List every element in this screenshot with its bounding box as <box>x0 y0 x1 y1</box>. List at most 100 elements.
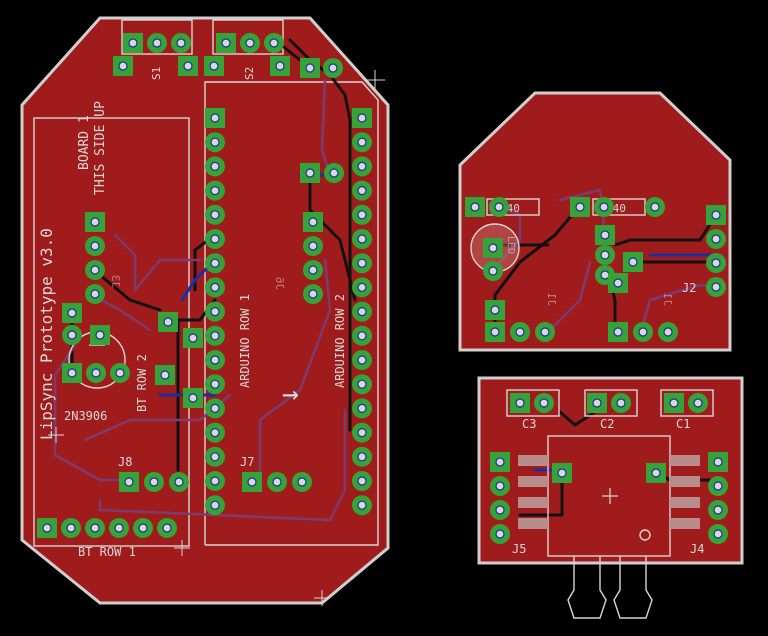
pad-hole <box>138 523 148 533</box>
c3-label: C3 <box>522 417 536 431</box>
pad-hole <box>297 477 307 487</box>
pad-hole <box>210 186 220 196</box>
pad-hole <box>357 307 367 317</box>
pad-hole <box>711 258 721 268</box>
j2-label: J2 <box>682 281 696 295</box>
pad-hole <box>210 161 220 171</box>
pad-hole <box>305 168 315 178</box>
pad-hole <box>357 403 367 413</box>
smd-pad <box>670 518 700 529</box>
pad-hole <box>713 505 723 515</box>
pad-hole <box>91 368 101 378</box>
pad-hole <box>600 250 610 260</box>
j8-label: J8 <box>118 455 132 469</box>
pad-hole <box>163 317 173 327</box>
switch2-label: S2 <box>243 67 256 80</box>
pad-hole <box>114 523 124 533</box>
sensor-chip-outline <box>547 435 671 557</box>
pad-hole <box>210 210 220 220</box>
bt-row1-label: BT ROW 1 <box>78 545 136 559</box>
pad-hole <box>357 476 367 486</box>
pad-hole <box>210 234 220 244</box>
pad-hole <box>495 457 505 467</box>
pad-hole <box>210 379 220 389</box>
pad-hole <box>650 202 660 212</box>
pad-hole <box>494 202 504 212</box>
pad-hole <box>247 477 257 487</box>
pad-hole <box>210 137 220 147</box>
pad-hole <box>210 428 220 438</box>
j1-right-mirrored-label: J1 <box>661 293 674 306</box>
smd-pad <box>670 476 700 487</box>
smd-pad <box>518 476 548 487</box>
pad-hole <box>495 505 505 515</box>
pad-hole <box>616 398 626 408</box>
pad-hole <box>128 38 138 48</box>
pad-hole <box>557 468 567 478</box>
pad-hole <box>495 481 505 491</box>
pad-hole <box>470 202 480 212</box>
arduino-outline <box>204 81 379 546</box>
pad-hole <box>210 331 220 341</box>
pad-hole <box>488 266 498 276</box>
pad-hole <box>613 327 623 337</box>
pad-hole <box>713 481 723 491</box>
pad-hole <box>539 398 549 408</box>
pad-hole <box>308 217 318 227</box>
pad-hole <box>357 282 367 292</box>
j7-label: J7 <box>240 455 254 469</box>
pad-hole <box>357 355 367 365</box>
pad-hole <box>357 379 367 389</box>
arduino-row1-label: ARDUINO ROW 1 <box>238 294 252 388</box>
pad-hole <box>188 393 198 403</box>
pad-hole <box>90 265 100 275</box>
main-board-pads <box>37 33 372 538</box>
c1-outline <box>660 389 714 417</box>
direction-arrow: → <box>282 377 299 410</box>
pad-hole <box>90 241 100 251</box>
switch1-outline <box>121 19 193 55</box>
pad-hole <box>357 186 367 196</box>
smd-pad <box>518 518 548 529</box>
pad-hole <box>575 202 585 212</box>
pad-hole <box>357 113 367 123</box>
pad-hole <box>713 529 723 539</box>
j1-left-mirrored-label: J1 <box>545 293 558 306</box>
pad-hole <box>118 61 128 71</box>
pad-hole <box>495 529 505 539</box>
board1-title-line1: BOARD 1 <box>77 115 92 170</box>
chip-pin1-marker <box>639 529 651 541</box>
sensor-port-right <box>613 556 653 619</box>
sensor-port-left <box>567 556 607 619</box>
crosshair-marks <box>48 70 385 606</box>
pad-hole <box>600 270 610 280</box>
pad-hole <box>308 289 318 299</box>
pad-hole <box>210 113 220 123</box>
pad-hole <box>515 398 525 408</box>
pad-hole <box>67 368 77 378</box>
pad-hole <box>188 333 198 343</box>
pad-hole <box>90 289 100 299</box>
smd-pad <box>518 497 548 508</box>
c2-label: C2 <box>600 417 614 431</box>
pad-hole <box>42 523 52 533</box>
j6-mirrored-label: J6 <box>273 277 286 290</box>
smd-pad <box>670 497 700 508</box>
pad-hole <box>488 243 498 253</box>
transistor-label: 2N3906 <box>64 409 107 423</box>
j3-mirrored-label: J3 <box>109 275 122 288</box>
pad-hole <box>269 38 279 48</box>
pad-hole <box>210 476 220 486</box>
pad-hole <box>613 278 623 288</box>
pad-hole <box>210 307 220 317</box>
pad-hole <box>149 477 159 487</box>
pad-hole <box>210 403 220 413</box>
pad-hole <box>209 61 219 71</box>
main-board: BOARD 1 THIS SIDE UP LipSync Prototype v… <box>20 16 390 605</box>
j4-label: J4 <box>690 542 704 556</box>
pad-hole <box>357 210 367 220</box>
pad-hole <box>90 523 100 533</box>
smd-pad <box>518 455 548 466</box>
pad-hole <box>357 137 367 147</box>
